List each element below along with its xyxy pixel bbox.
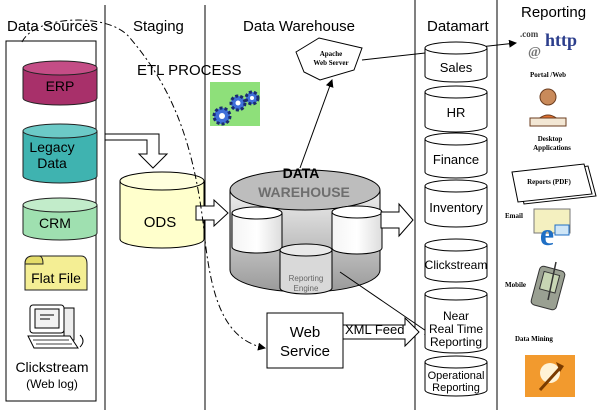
reporting-engine-label-2: Engine: [294, 284, 319, 293]
portal-web-label: Portal /Web: [530, 71, 566, 79]
datamart-sales-cylinder: Sales: [424, 41, 488, 83]
legacy-data-cylinder: Legacy Data: [22, 123, 98, 184]
web-service-box: [266, 312, 344, 369]
gears-icon: [210, 82, 260, 126]
col-title-datamart: Datamart: [427, 18, 490, 35]
clickstream-source-label: Clickstream: [15, 359, 88, 375]
flat-file-label: Flat File: [31, 270, 81, 286]
mobile-device-icon: [530, 261, 566, 311]
desktop-label-2: Applications: [533, 144, 571, 152]
inner-cylinder-left: [231, 206, 283, 254]
xml-feed-arrow: [342, 316, 420, 348]
legacy-label-2: Data: [37, 155, 67, 171]
erp-label: ERP: [46, 78, 75, 94]
desktop-label-1: Desktop: [538, 135, 563, 143]
datamart-hr-cylinder: HR: [424, 85, 488, 133]
engine-to-near-real-time-line: [339, 271, 433, 336]
ods-to-warehouse-arrow: [195, 198, 229, 228]
data-mining-icon: [525, 355, 575, 397]
col-title-reporting: Reporting: [521, 4, 586, 21]
col-title-data-warehouse: Data Warehouse: [243, 18, 355, 35]
datamart-finance-cylinder: Finance: [424, 132, 488, 179]
erp-cylinder: ERP: [22, 60, 98, 106]
datamart-operational-cylinder: Operational Reporting: [424, 355, 488, 397]
clickstream-flow-dashed-line: [21, 19, 266, 351]
warehouse-to-datamart-arrow: [380, 202, 414, 238]
near-label-2: Real Time: [429, 322, 483, 336]
etl-process-label: ETL PROCESS: [137, 62, 241, 79]
computer-icon: [27, 304, 84, 349]
datamart-clickstream-label: Clickstream: [425, 258, 488, 272]
crm-cylinder: CRM: [22, 197, 98, 241]
mobile-label: Mobile: [505, 281, 526, 289]
reporting-engine-cylinder: Reporting Engine: [279, 243, 333, 295]
column-dividers: [104, 0, 498, 410]
apache-label-2: Web Server: [313, 59, 348, 67]
datamart-inventory-cylinder: Inventory: [424, 179, 488, 228]
crm-label: CRM: [39, 215, 71, 231]
flat-file-shape: Flat File: [24, 255, 88, 291]
inner-cylinder-right: [331, 205, 383, 255]
web-service-label-1: Web: [290, 324, 321, 341]
ods-label: ODS: [144, 214, 177, 231]
weblog-label: (Web log): [26, 377, 78, 391]
data-mining-label: Data Mining: [515, 335, 553, 343]
datamart-sales-label: Sales: [440, 60, 473, 75]
at-sign-icon: @: [528, 45, 541, 60]
legacy-to-ods-arrow: [104, 133, 169, 169]
http-label: http: [545, 30, 577, 50]
col-title-staging: Staging: [133, 18, 184, 35]
http-portal-icon: .com http @: [520, 29, 577, 60]
web-service-label-2: Service: [280, 343, 330, 360]
near-label-1: Near: [443, 309, 469, 323]
reports-pdf-label: Reports (PDF): [527, 178, 571, 186]
desktop-user-icon: [529, 88, 567, 127]
email-icon: e: [533, 208, 571, 252]
near-label-3: Reporting: [430, 335, 482, 349]
svg-text:e: e: [540, 216, 554, 252]
email-label: Email: [505, 212, 523, 220]
datamart-clickstream-cylinder: Clickstream: [424, 238, 488, 283]
ods-cylinder: ODS: [119, 171, 205, 249]
warehouse-title-1: DATA: [283, 165, 320, 181]
col-title-data-sources: Data Sources: [7, 18, 98, 35]
operational-label-2: Reporting: [432, 382, 480, 394]
warehouse-to-apache-line: [299, 79, 334, 169]
warehouse-title-2: WAREHOUSE: [258, 184, 350, 200]
apache-label-1: Apache: [320, 50, 343, 58]
apache-web-server-badge: Apache Web Server: [295, 37, 363, 81]
xml-feed-label: XML Feed: [345, 322, 405, 337]
datamart-hr-label: HR: [447, 105, 466, 120]
reports-pdf-icon: Reports (PDF): [511, 163, 597, 205]
dotcom-label: .com: [520, 29, 539, 39]
datamart-finance-label: Finance: [433, 152, 479, 167]
reporting-engine-label-1: Reporting: [289, 274, 324, 283]
datamart-inventory-label: Inventory: [429, 200, 483, 215]
legacy-label-1: Legacy: [29, 139, 74, 155]
operational-label-1: Operational: [428, 370, 485, 382]
datamart-near-real-time-cylinder: Near Real Time Reporting: [424, 287, 488, 354]
